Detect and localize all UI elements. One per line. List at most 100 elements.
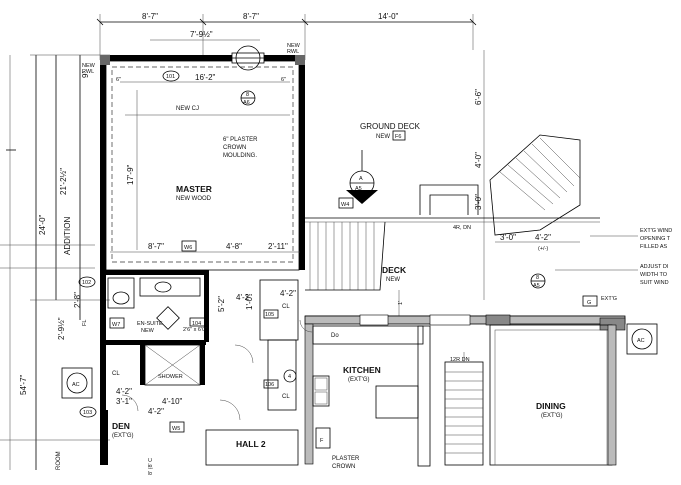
- dimension-9: 9': [81, 72, 90, 78]
- tag-106: 106: [265, 382, 274, 388]
- landing-outline: [419, 184, 479, 215]
- ac-left-label: AC: [72, 382, 80, 388]
- den-wall: [100, 410, 108, 465]
- tag-102: 102: [82, 280, 91, 286]
- cl-label-3: CL: [282, 394, 290, 400]
- existing-walls: [304, 314, 626, 466]
- deck-outline: [305, 217, 600, 317]
- extg-note-2: OPENING T: [640, 236, 671, 242]
- ground-deck-label: GROUND DECK: [360, 122, 421, 131]
- kitchen-counters: [312, 325, 431, 467]
- crown-bottom: CROWN: [332, 464, 355, 470]
- extg-tag: EXT'G: [601, 296, 617, 302]
- cl-label-1: CL: [112, 371, 120, 377]
- plaster-bottom: PLASTER: [332, 456, 360, 462]
- dimension-24-0: 24'-0": [38, 214, 47, 235]
- ac-unit-left: [61, 367, 93, 399]
- tag-104-box: [189, 317, 207, 327]
- new-cj-label: NEW CJ: [176, 106, 199, 112]
- f-tag: F: [320, 438, 324, 444]
- dimension-six-right: 6": [281, 77, 286, 83]
- dimension-8-7-bottom: 8'-7": [148, 242, 164, 251]
- new-rwl-left: NEW: [82, 63, 96, 69]
- cl-label-2: CL: [282, 304, 290, 310]
- w5-tag: W5: [172, 426, 180, 432]
- section-marker-a5-deck: [530, 273, 546, 289]
- new-rwl-left-2: RWL: [82, 69, 94, 75]
- dimension-1-0: 1'-0": [245, 294, 254, 310]
- exterior-stair: [489, 134, 581, 236]
- dining-room-sub: (EXT'G): [541, 413, 562, 419]
- dimension-deck-3-0: 3'-0": [500, 233, 516, 242]
- addition-label: ADDITION: [63, 217, 72, 255]
- tag-a6-top: A6: [243, 100, 250, 106]
- den-room-sub: (EXT'G): [112, 433, 133, 439]
- tag-106-box: [263, 379, 279, 389]
- dimension-top-right: 14'-0": [378, 12, 399, 21]
- tag-101: [162, 70, 180, 82]
- dimension-4-2-a: 4'-2": [236, 293, 252, 302]
- plaster-note-2: CROWN: [223, 145, 246, 151]
- ensuite-dim: 2'6" x 6'0": [183, 327, 207, 333]
- dimension-6-6: 6'-6": [474, 89, 483, 105]
- tag-8-deck: 8: [536, 275, 539, 281]
- new-rwl-right: NEW: [287, 43, 301, 49]
- tag-103: 103: [83, 410, 92, 416]
- ac-right-label: AC: [637, 338, 645, 344]
- dimension-deck-4-2: 4'-2": [535, 233, 551, 242]
- w5-tag-box: [169, 421, 185, 433]
- dimension-2-8: 2'-8": [73, 292, 82, 308]
- dimension-8-8: 8' (8' C: [148, 458, 154, 475]
- dining-room-label: DINING: [536, 401, 566, 411]
- extg-note-3: FILLED AS: [640, 244, 668, 250]
- four-r-dn-label: 4R, DN: [453, 225, 471, 231]
- hall2-outline: [205, 429, 299, 466]
- tag-105-box: [263, 309, 279, 319]
- dimension-master-height: 17'-9": [126, 164, 135, 185]
- f6-tag-box: [392, 130, 406, 141]
- ac-unit-right: [626, 323, 658, 355]
- master-room-sub: NEW WOOD: [176, 196, 212, 202]
- g-tag-box: [582, 295, 598, 307]
- plaster-note-3: MOULDING.: [223, 153, 257, 159]
- new-rwl-right-2: RWL: [287, 49, 299, 55]
- adjust-note-1: ADJUST DI: [640, 264, 669, 270]
- w4-tag-box: [338, 197, 354, 209]
- dimension-4-2-d: 4'-2": [116, 387, 132, 396]
- plaster-note-1: 6" PLASTER: [223, 137, 258, 143]
- kitchen-room-sub: (EXT'G): [348, 377, 369, 383]
- left-dimension-lines: [0, 54, 110, 470]
- extg-note-1: EXT'G WIND: [640, 228, 672, 234]
- g-tag: G: [587, 300, 591, 306]
- master-room-walls: [100, 52, 305, 271]
- plus-minus-label: (+/-): [538, 246, 548, 252]
- adjust-note-2: WIDTH TO: [640, 272, 668, 278]
- dimension-4-8-bottom: 4'-8": [226, 242, 242, 251]
- w4-tag: W4: [341, 202, 349, 208]
- hall2-room-label: HALL 2: [236, 439, 266, 449]
- tag-105: 105: [265, 312, 274, 318]
- dimension-3-1: 3'-1": [116, 397, 132, 406]
- ac-unit-right-fan: [631, 328, 653, 350]
- dimension-54-7: 54'-7": [19, 374, 28, 395]
- master-room-label: MASTER: [176, 184, 212, 194]
- dimension-top-mid: 8'-7": [243, 12, 259, 21]
- tag-102-oval: [78, 276, 96, 288]
- tag-8-top: 8: [246, 92, 249, 98]
- deck-room-sub: NEW: [386, 277, 400, 283]
- ensuite-label: EN-SUITE: [137, 321, 163, 327]
- twelve-r-dn-label: 12R DN: [450, 357, 470, 363]
- dimension-2-11-bottom: 2'-11": [268, 242, 288, 251]
- section-marker-a5: [346, 150, 378, 204]
- tag-4-circle: [283, 369, 297, 383]
- ac-unit-left-fan: [66, 372, 88, 394]
- interior-stair: [444, 352, 484, 466]
- tag-101-label: 101: [166, 74, 175, 80]
- section-a5-label: A5: [355, 186, 362, 192]
- adjust-note-3: SUIT WIND: [640, 280, 669, 286]
- dimension-deck-1: 1': [398, 301, 404, 305]
- section-a-label: A: [359, 176, 363, 182]
- f6-tag: F6: [395, 134, 401, 140]
- tag-a5-deck: A5: [533, 283, 540, 289]
